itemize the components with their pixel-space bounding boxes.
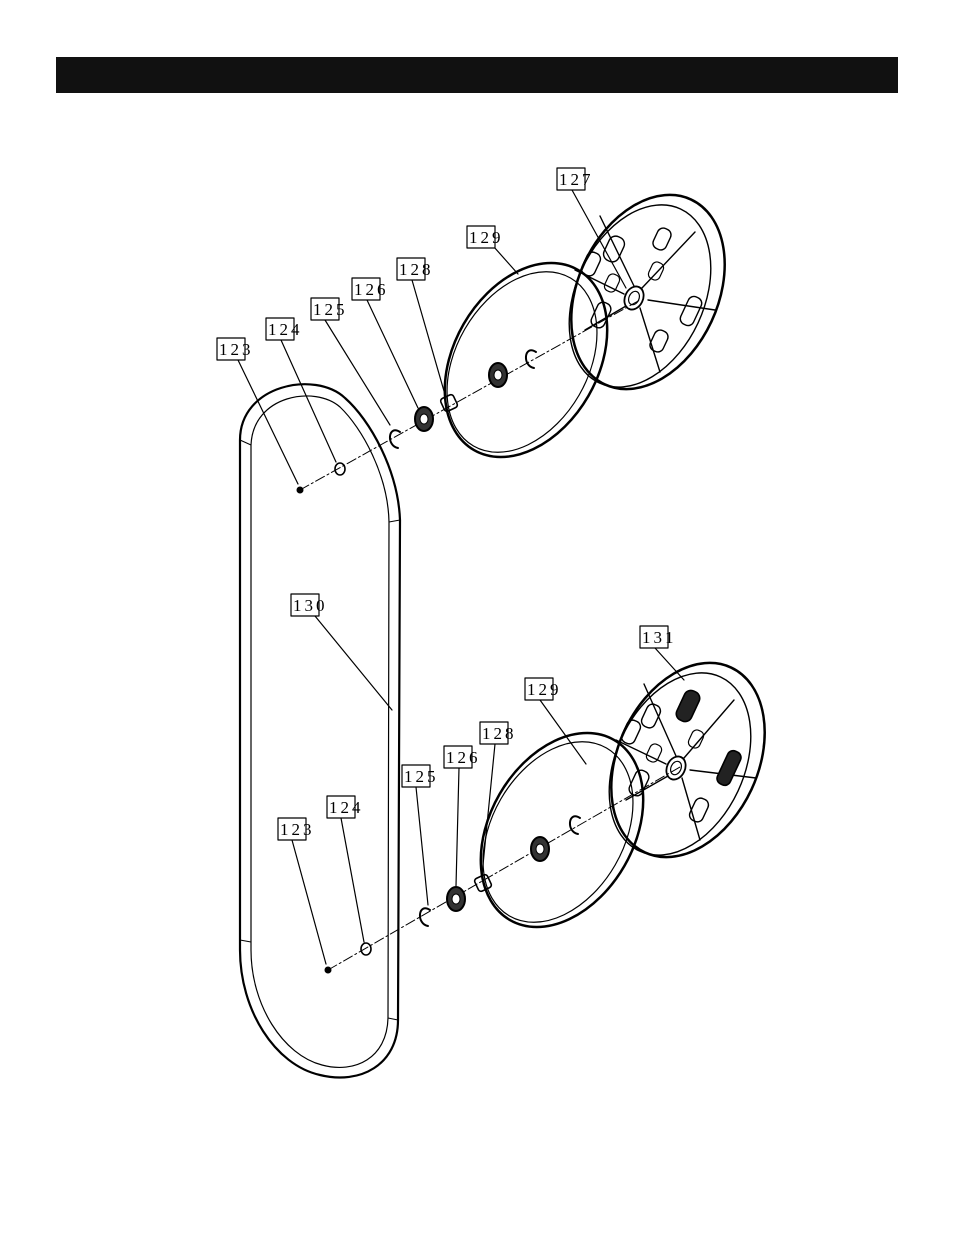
callout-129-upper: 129 — [469, 228, 504, 247]
callout-124-lower: 124 — [329, 798, 364, 817]
callout-123-lower: 123 — [280, 820, 315, 839]
callout-123-upper: 123 — [219, 340, 254, 359]
callout-126-lower: 126 — [446, 748, 481, 767]
callout-128-lower: 128 — [482, 724, 517, 743]
band-blade — [240, 384, 400, 1077]
callout-126-upper: 126 — [354, 280, 389, 299]
callout-127: 127 — [559, 170, 594, 189]
upper-wheel — [541, 170, 754, 414]
lower-wheel — [581, 638, 794, 882]
callout-131: 131 — [642, 628, 677, 647]
leader-lines — [238, 190, 684, 964]
callout-128-upper: 128 — [399, 260, 434, 279]
callout-130: 130 — [293, 596, 328, 615]
callout-124-upper: 124 — [268, 320, 303, 339]
callout-125-lower: 125 — [404, 767, 439, 786]
callout-125-upper: 125 — [313, 300, 348, 319]
callout-labels: 127 129 128 126 125 124 123 130 131 129 … — [219, 170, 677, 839]
callout-boxes — [217, 168, 668, 840]
callout-129-lower: 129 — [527, 680, 562, 699]
